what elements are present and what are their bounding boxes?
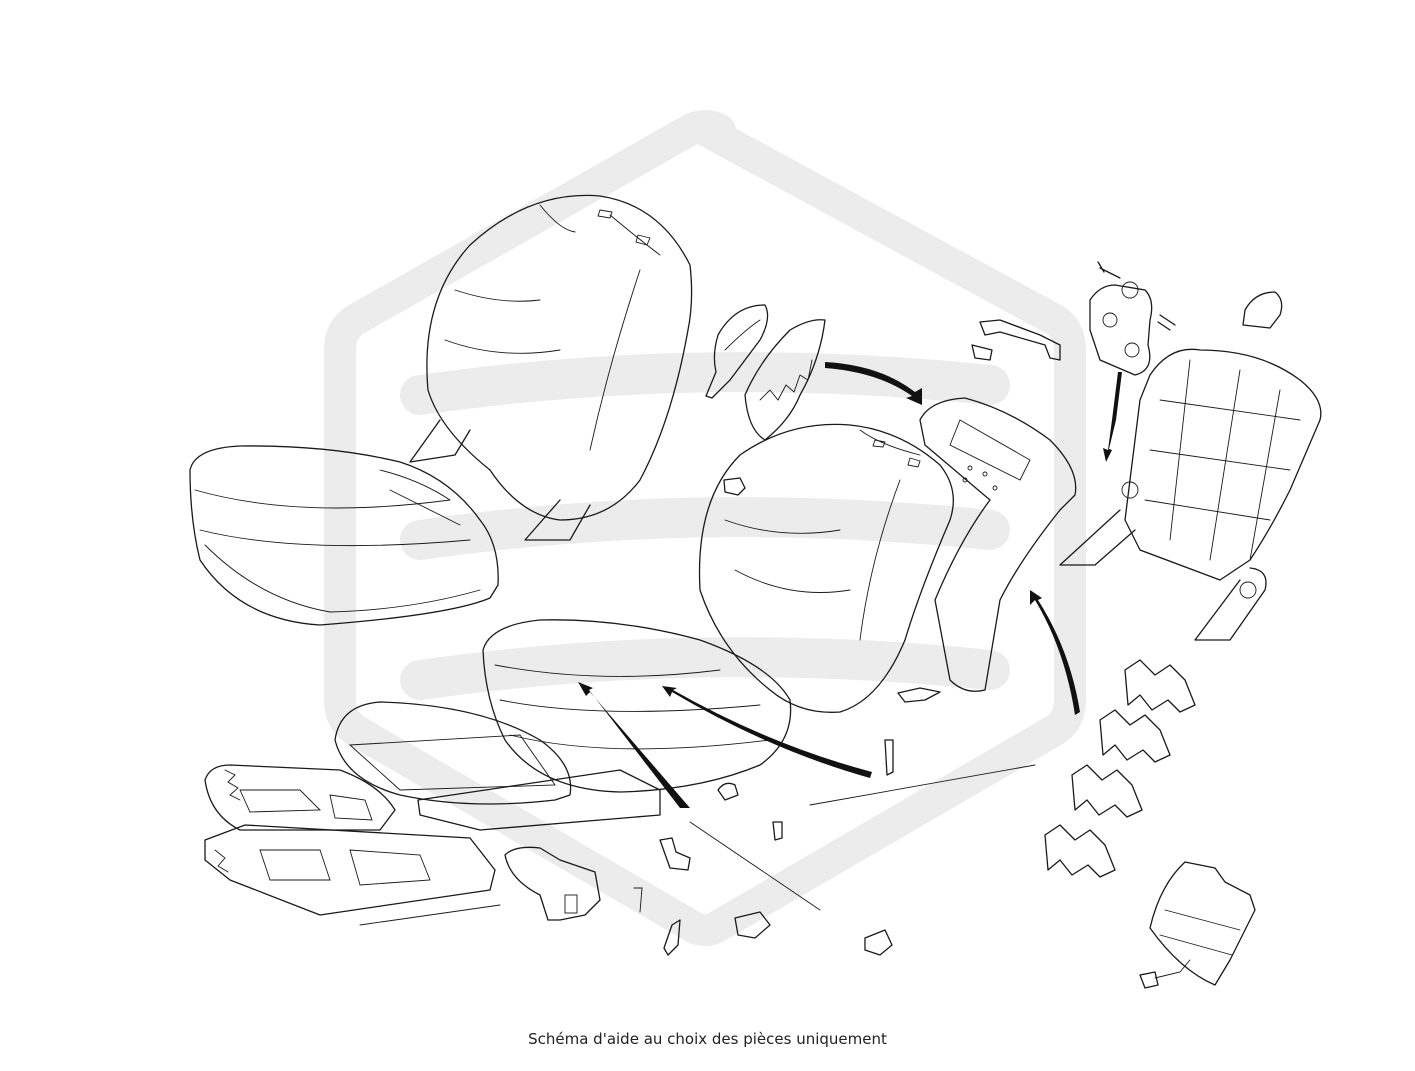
recliner-mechanism — [1089, 261, 1176, 376]
front-trim-strip — [417, 769, 661, 831]
watermark-logo — [324, 110, 1086, 946]
backrest-panel — [919, 397, 1077, 692]
seat-exploded-diagram — [189, 110, 1322, 989]
rods — [689, 764, 1036, 911]
arrow-springs-to-back — [1030, 590, 1080, 715]
backrest-foam — [698, 423, 954, 713]
diagram-caption: Schéma d'aide au choix des pièces unique… — [528, 1030, 887, 1048]
heater-pad — [1139, 861, 1256, 989]
arrow-clips-to-cushion-b — [662, 686, 872, 778]
arrow-bolster-to-panel — [825, 362, 922, 405]
arrow-recliner-to-frame — [1103, 372, 1122, 462]
hardware-clips — [633, 687, 941, 956]
cover-cap — [1242, 291, 1283, 329]
side-bolster-right — [744, 319, 826, 441]
seat-pan-trim — [334, 701, 572, 805]
upper-backrest-cushion — [409, 194, 693, 541]
bracket-rail — [971, 319, 1061, 361]
seat-back-frame — [1059, 348, 1322, 641]
seat-cushion — [189, 445, 499, 626]
small-clip-a — [723, 477, 746, 496]
side-bolster-left — [705, 304, 769, 399]
arrow-clips-to-cushion-a — [578, 682, 690, 808]
assembly-arrows — [578, 362, 1122, 808]
seat-spring-frame — [204, 764, 501, 926]
side-shield — [504, 846, 601, 921]
zigzag-springs — [1044, 659, 1196, 878]
